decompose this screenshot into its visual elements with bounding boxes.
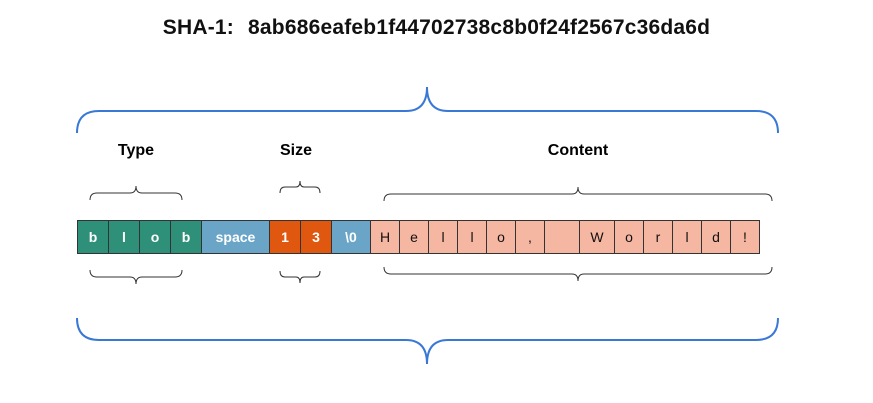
outer-bottom-brace	[76, 317, 779, 365]
content-label: Content	[547, 142, 609, 159]
size-top-brace	[279, 180, 321, 194]
sha1-label: SHA-1:	[162, 16, 234, 39]
outer-top-brace	[76, 86, 779, 134]
content-bottom-brace	[383, 266, 773, 282]
byte-cell-content: W	[579, 220, 615, 254]
byte-cell-content: !	[730, 220, 760, 254]
byte-cell-type: l	[108, 220, 140, 254]
type-label: Type	[117, 142, 155, 159]
byte-cell-content: l	[672, 220, 702, 254]
type-bottom-brace	[89, 269, 183, 285]
byte-cell-size: 1	[269, 220, 301, 254]
sha1-title: SHA-1: 8ab686eafeb1f44702738c8b0f24f2567…	[0, 16, 873, 40]
byte-cell-type: o	[139, 220, 171, 254]
byte-cell-content: ,	[515, 220, 545, 254]
byte-cell-type: b	[77, 220, 109, 254]
byte-cell-separator: space	[201, 220, 270, 254]
byte-cell-content: e	[399, 220, 429, 254]
byte-cell-content: r	[643, 220, 673, 254]
type-top-brace	[89, 185, 183, 201]
byte-cell-content	[544, 220, 580, 254]
byte-cell-content: o	[486, 220, 516, 254]
byte-cell-content: d	[701, 220, 731, 254]
byte-cell-content: l	[457, 220, 487, 254]
byte-cell-content: H	[370, 220, 400, 254]
size-label: Size	[279, 142, 313, 159]
byte-cell-size: 3	[300, 220, 332, 254]
content-top-brace	[383, 186, 773, 202]
byte-cell-type: b	[170, 220, 202, 254]
sha1-hash: 8ab686eafeb1f44702738c8b0f24f2567c36da6d	[248, 16, 711, 39]
byte-cell-content: l	[428, 220, 458, 254]
byte-cell-content: o	[614, 220, 644, 254]
byte-cell-null: \0	[331, 220, 371, 254]
size-bottom-brace	[279, 270, 321, 284]
